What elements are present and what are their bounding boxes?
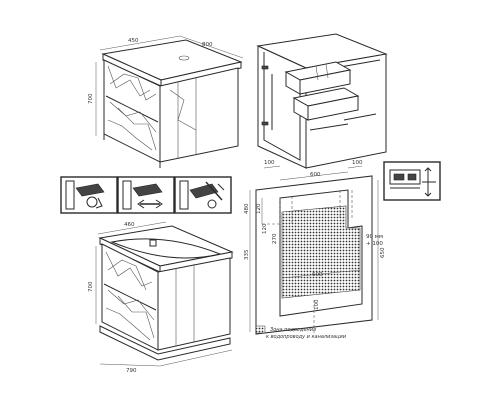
wall-bracket-detail [383,161,441,201]
width-b-label: 800 [202,42,213,48]
dim-left-c: 120 [262,223,268,234]
dim-top-mid: 600 [310,172,321,178]
dim-inner-height: 270 [272,233,278,244]
cabinet-interior-view [256,33,388,169]
hinge-adjustment-steps [60,176,232,214]
dim-top-right: 100 [352,160,363,166]
dim-left-b: 120 [256,203,262,214]
height-label: 700 [88,93,94,104]
basin-width-a-label: 460 [124,222,135,228]
wall-mounting-scheme: 100 600 100 480 120 120 335 270 600 100 … [244,160,386,340]
note-line-2: + 100 [366,241,383,247]
dim-top-left: 100 [264,160,275,166]
width-a-label: 450 [128,38,139,44]
dim-left-a: 480 [244,203,250,214]
cabinet-with-basin-view: 460 790 700 [88,221,234,374]
dim-bottom-width: 600 [312,272,323,278]
cabinet-front-view: 450 800 700 [88,35,244,168]
legend-line-2: к водопроводу и канализации [266,334,347,340]
dim-bottom-height: 100 [314,299,320,310]
legend-swatch [255,325,266,334]
dim-left-d: 335 [244,249,250,260]
basin-height-label: 700 [88,281,94,292]
dim-right-height: 650 [380,247,386,258]
note-line-1: 90 мм [366,234,383,240]
basin-width-b-label: 790 [126,368,137,374]
legend-line-1: Зона подведения [270,327,316,333]
